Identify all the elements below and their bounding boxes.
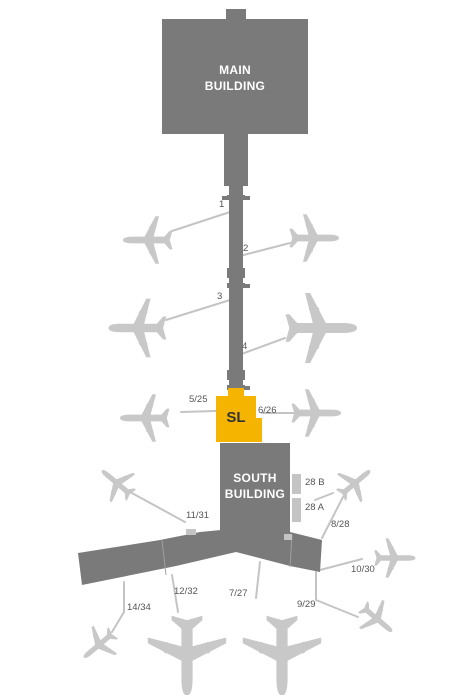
- gate-labels: 1 2 3 4 5/25 6/26 28 B 28 A 8/28 11/31 1…: [127, 199, 375, 613]
- gate-8-28-label[interactable]: 8/28: [331, 519, 350, 530]
- jet-bridges: [111, 211, 363, 633]
- gate-12-32-label[interactable]: 12/32: [174, 586, 198, 597]
- airplane-icon: [328, 456, 382, 510]
- gate-1-label[interactable]: 1: [219, 199, 224, 210]
- south-building-label-line1: SOUTH: [233, 471, 277, 485]
- gate-9-29-label[interactable]: 9/29: [297, 599, 316, 610]
- south-building[interactable]: SOUTH BUILDING: [78, 443, 322, 585]
- airplane-icon: [123, 216, 173, 264]
- gate-28a-label[interactable]: 28 A: [305, 502, 325, 513]
- airplane-icon: [120, 394, 170, 442]
- airplane-icon: [147, 615, 227, 695]
- lounge-label: SL: [226, 409, 245, 426]
- lounge-sl[interactable]: SL: [216, 388, 262, 442]
- airplane-icon: [285, 293, 357, 363]
- main-building-label-line1: MAIN: [219, 63, 251, 77]
- airplane-icon: [90, 456, 144, 510]
- main-building[interactable]: MAIN BUILDING: [162, 9, 308, 186]
- gate-3-label[interactable]: 3: [217, 291, 222, 302]
- south-building-label-line2: BUILDING: [225, 487, 285, 501]
- gate-6-26-label[interactable]: 6/26: [258, 405, 277, 416]
- gate-2-label[interactable]: 2: [243, 243, 248, 254]
- gate-14-34-label[interactable]: 14/34: [127, 602, 151, 613]
- airplane-icon: [108, 298, 167, 358]
- gate-4-label[interactable]: 4: [242, 341, 247, 352]
- airplane-icon: [72, 618, 126, 672]
- airplane-icon: [242, 615, 322, 695]
- gate-10-30-label[interactable]: 10/30: [351, 564, 375, 575]
- airplane-icon: [350, 592, 404, 646]
- gate-5-25-label[interactable]: 5/25: [189, 394, 208, 405]
- airplane-icon: [289, 214, 339, 262]
- gate-11-31-label[interactable]: 11/31: [186, 510, 209, 521]
- gate-7-27-label[interactable]: 7/27: [229, 588, 248, 599]
- pier-corridor: [222, 186, 250, 392]
- airplane-icon: [374, 538, 416, 578]
- gate-28b-label[interactable]: 28 B: [305, 477, 325, 488]
- main-building-label-line2: BUILDING: [205, 79, 265, 93]
